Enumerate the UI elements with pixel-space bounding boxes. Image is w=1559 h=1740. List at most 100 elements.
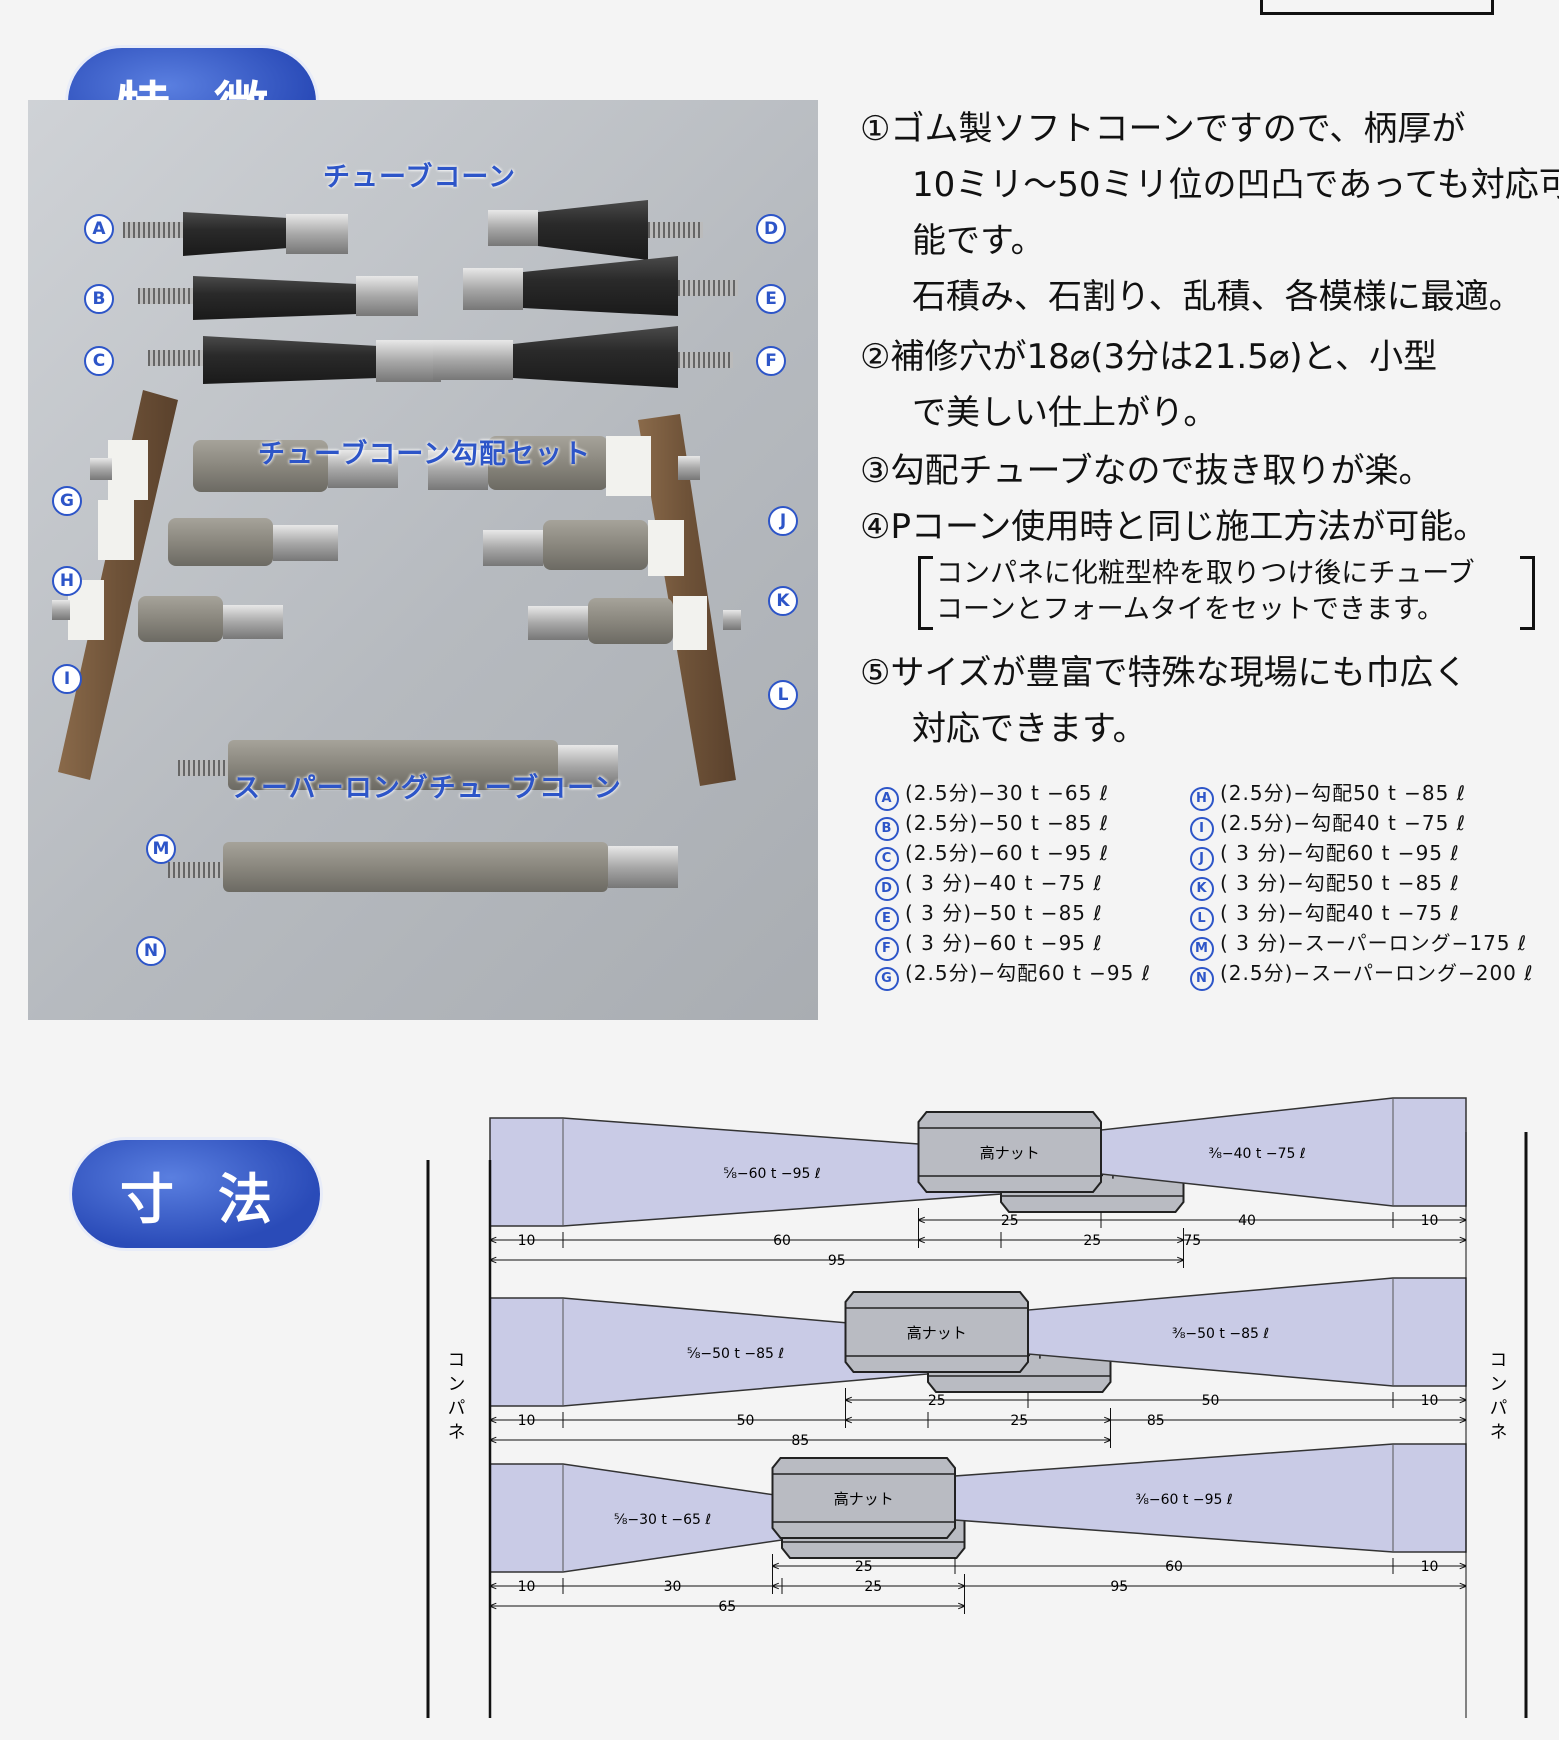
feature-line-6: で美しい仕上がり。 xyxy=(912,393,1218,433)
spec-text-g: (2.5分)−勾配60 t −95 ℓ xyxy=(905,961,1152,985)
spec-text-j: ( 3 分)−勾配60 t −95 ℓ xyxy=(1220,841,1460,865)
note-bracket-right xyxy=(1520,556,1535,630)
photo-label-a: A xyxy=(84,214,114,244)
left-dim-value-1-2: 60 xyxy=(773,1233,791,1249)
right-nut-label-2: 高ナット xyxy=(907,1324,967,1342)
feature-line-9: ⑤サイズが豊富で特殊な現場にも巾広く xyxy=(860,653,1468,693)
spec-text-n: (2.5分)−スーパーロング−200 ℓ xyxy=(1220,961,1534,985)
left-cone-label-2: ⅝−50 t −85 ℓ xyxy=(687,1346,784,1362)
spec-item-n: N(2.5分)−スーパーロング−200 ℓ xyxy=(1190,960,1534,991)
caption-super-long-tube-cone: スーパーロングチューブコーン xyxy=(233,773,622,804)
photo-label-i: I xyxy=(52,664,82,694)
right-dim-value-1-1: 25 xyxy=(1001,1213,1019,1229)
left-dim-value-3-1: 10 xyxy=(518,1579,536,1595)
spec-item-k: K( 3 分)−勾配50 t −85 ℓ xyxy=(1190,870,1460,901)
spec-text-m: ( 3 分)−スーパーロング−175 ℓ xyxy=(1220,931,1528,955)
left-dim-value-2-3: 25 xyxy=(1010,1413,1028,1429)
left-dim-value-3-3: 25 xyxy=(864,1579,882,1595)
right-total-value-2: 85 xyxy=(1147,1413,1165,1429)
note-bracket-left xyxy=(918,556,933,630)
spec-code-m: M xyxy=(1190,937,1214,961)
photo-label-f: F xyxy=(756,346,786,376)
header-box-fragment xyxy=(1260,0,1494,15)
spec-code-i: I xyxy=(1190,817,1214,841)
right-cone-label-3: ⅜−60 t −95 ℓ xyxy=(1135,1492,1232,1508)
photo-label-h: H xyxy=(52,566,82,596)
photo-label-m: M xyxy=(146,834,176,864)
right-nut-label-1: 高ナット xyxy=(980,1144,1040,1162)
spec-text-c: (2.5分)−60 t −95 ℓ xyxy=(905,841,1110,865)
left-dim-value-3-2: 30 xyxy=(664,1579,682,1595)
spec-item-l: L( 3 分)−勾配40 t −75 ℓ xyxy=(1190,900,1460,931)
photo-label-c: C xyxy=(84,346,114,376)
left-dim-value-1-3: 25 xyxy=(1083,1233,1101,1249)
spec-code-b: B xyxy=(875,817,899,841)
spec-text-i: (2.5分)−勾配40 t −75 ℓ xyxy=(1220,811,1467,835)
spec-code-a: A xyxy=(875,787,899,811)
spec-item-f: F( 3 分)−60 t −95 ℓ xyxy=(875,930,1103,961)
feature-line-5: ②補修穴が18⌀(3分は21.5⌀)と、小型 xyxy=(860,337,1438,377)
feature-line-4: 石積み、石割り、乱積、各模様に最適。 xyxy=(912,277,1523,317)
photo-label-l: L xyxy=(768,680,798,710)
spec-item-j: J( 3 分)−勾配60 t −95 ℓ xyxy=(1190,840,1460,871)
feature-line-10: 対応できます。 xyxy=(912,709,1147,749)
feature-line-2: 10ミリ〜50ミリ位の凹凸であっても対応可 xyxy=(912,165,1559,205)
right-cone-label-2: ⅜−50 t −85 ℓ xyxy=(1172,1326,1269,1342)
right-dim-value-2-1: 25 xyxy=(928,1393,946,1409)
product-photo: チューブコーン チューブコーン勾配セット スーパーロングチューブコーン A B … xyxy=(28,100,818,1020)
photo-label-j: J xyxy=(768,506,798,536)
right-total-value-3: 95 xyxy=(1110,1579,1128,1595)
spec-code-h: H xyxy=(1190,787,1214,811)
spec-text-b: (2.5分)−50 t −85 ℓ xyxy=(905,811,1110,835)
spec-code-k: K xyxy=(1190,877,1214,901)
side-label-right: コンパネ xyxy=(1487,1350,1508,1446)
side-label-left: コンパネ xyxy=(445,1350,466,1446)
spec-text-h: (2.5分)−勾配50 t −85 ℓ xyxy=(1220,781,1467,805)
spec-text-a: (2.5分)−30 t −65 ℓ xyxy=(905,781,1110,805)
left-total-value-3: 65 xyxy=(718,1599,736,1615)
right-dim-value-3-3: 10 xyxy=(1421,1559,1439,1575)
right-dim-value-3-2: 60 xyxy=(1165,1559,1183,1575)
spec-code-d: D xyxy=(875,877,899,901)
dimensions-badge: 寸 法 xyxy=(72,1140,320,1248)
spec-code-f: F xyxy=(875,937,899,961)
left-total-value-2: 85 xyxy=(791,1433,809,1449)
dimensions-badge-char-1: 寸 xyxy=(120,1167,174,1231)
spec-item-h: H(2.5分)−勾配50 t −85 ℓ xyxy=(1190,780,1466,811)
feature-line-1: ①ゴム製ソフトコーンですので、柄厚が xyxy=(860,109,1466,149)
feature-line-7: ③勾配チューブなので抜き取りが楽。 xyxy=(860,451,1433,491)
feature-line-8: ④Pコーン使用時と同じ施工方法が可能。 xyxy=(860,507,1488,547)
left-cone-label-1: ⅝−60 t −95 ℓ xyxy=(723,1166,820,1182)
spec-code-g: G xyxy=(875,967,899,991)
dimensions-badge-char-2: 法 xyxy=(218,1167,272,1231)
spec-text-d: ( 3 分)−40 t −75 ℓ xyxy=(905,871,1103,895)
spec-item-b: B(2.5分)−50 t −85 ℓ xyxy=(875,810,1109,841)
spec-item-d: D( 3 分)−40 t −75 ℓ xyxy=(875,870,1103,901)
right-dim-value-2-3: 10 xyxy=(1421,1393,1439,1409)
spec-text-l: ( 3 分)−勾配40 t −75 ℓ xyxy=(1220,901,1460,925)
caption-tube-cone: チューブコーン xyxy=(323,162,517,193)
spec-text-e: ( 3 分)−50 t −85 ℓ xyxy=(905,901,1103,925)
left-cone-label-3: ⅝−30 t −65 ℓ xyxy=(614,1512,711,1528)
right-nut-label-3: 高ナット xyxy=(834,1490,894,1508)
right-nut-3 xyxy=(771,1457,956,1539)
right-nut-2 xyxy=(844,1291,1029,1373)
right-dim-value-1-3: 10 xyxy=(1421,1213,1439,1229)
feature-line-3: 能です。 xyxy=(912,221,1045,261)
left-dim-value-1-1: 10 xyxy=(518,1233,536,1249)
spec-item-i: I(2.5分)−勾配40 t −75 ℓ xyxy=(1190,810,1466,841)
right-total-value-1: 75 xyxy=(1183,1233,1201,1249)
photo-label-e: E xyxy=(756,284,786,314)
spec-code-j: J xyxy=(1190,847,1214,871)
left-dim-value-2-1: 10 xyxy=(518,1413,536,1429)
photo-label-g: G xyxy=(52,486,82,516)
caption-tube-cone-gradient-set: チューブコーン勾配セット xyxy=(258,439,592,470)
photo-label-n: N xyxy=(136,936,166,966)
left-total-value-1: 95 xyxy=(828,1253,846,1269)
spec-item-e: E( 3 分)−50 t −85 ℓ xyxy=(875,900,1103,931)
spec-item-a: A(2.5分)−30 t −65 ℓ xyxy=(875,780,1109,811)
spec-code-n: N xyxy=(1190,967,1214,991)
spec-code-c: C xyxy=(875,847,899,871)
right-dim-value-2-2: 50 xyxy=(1202,1393,1220,1409)
